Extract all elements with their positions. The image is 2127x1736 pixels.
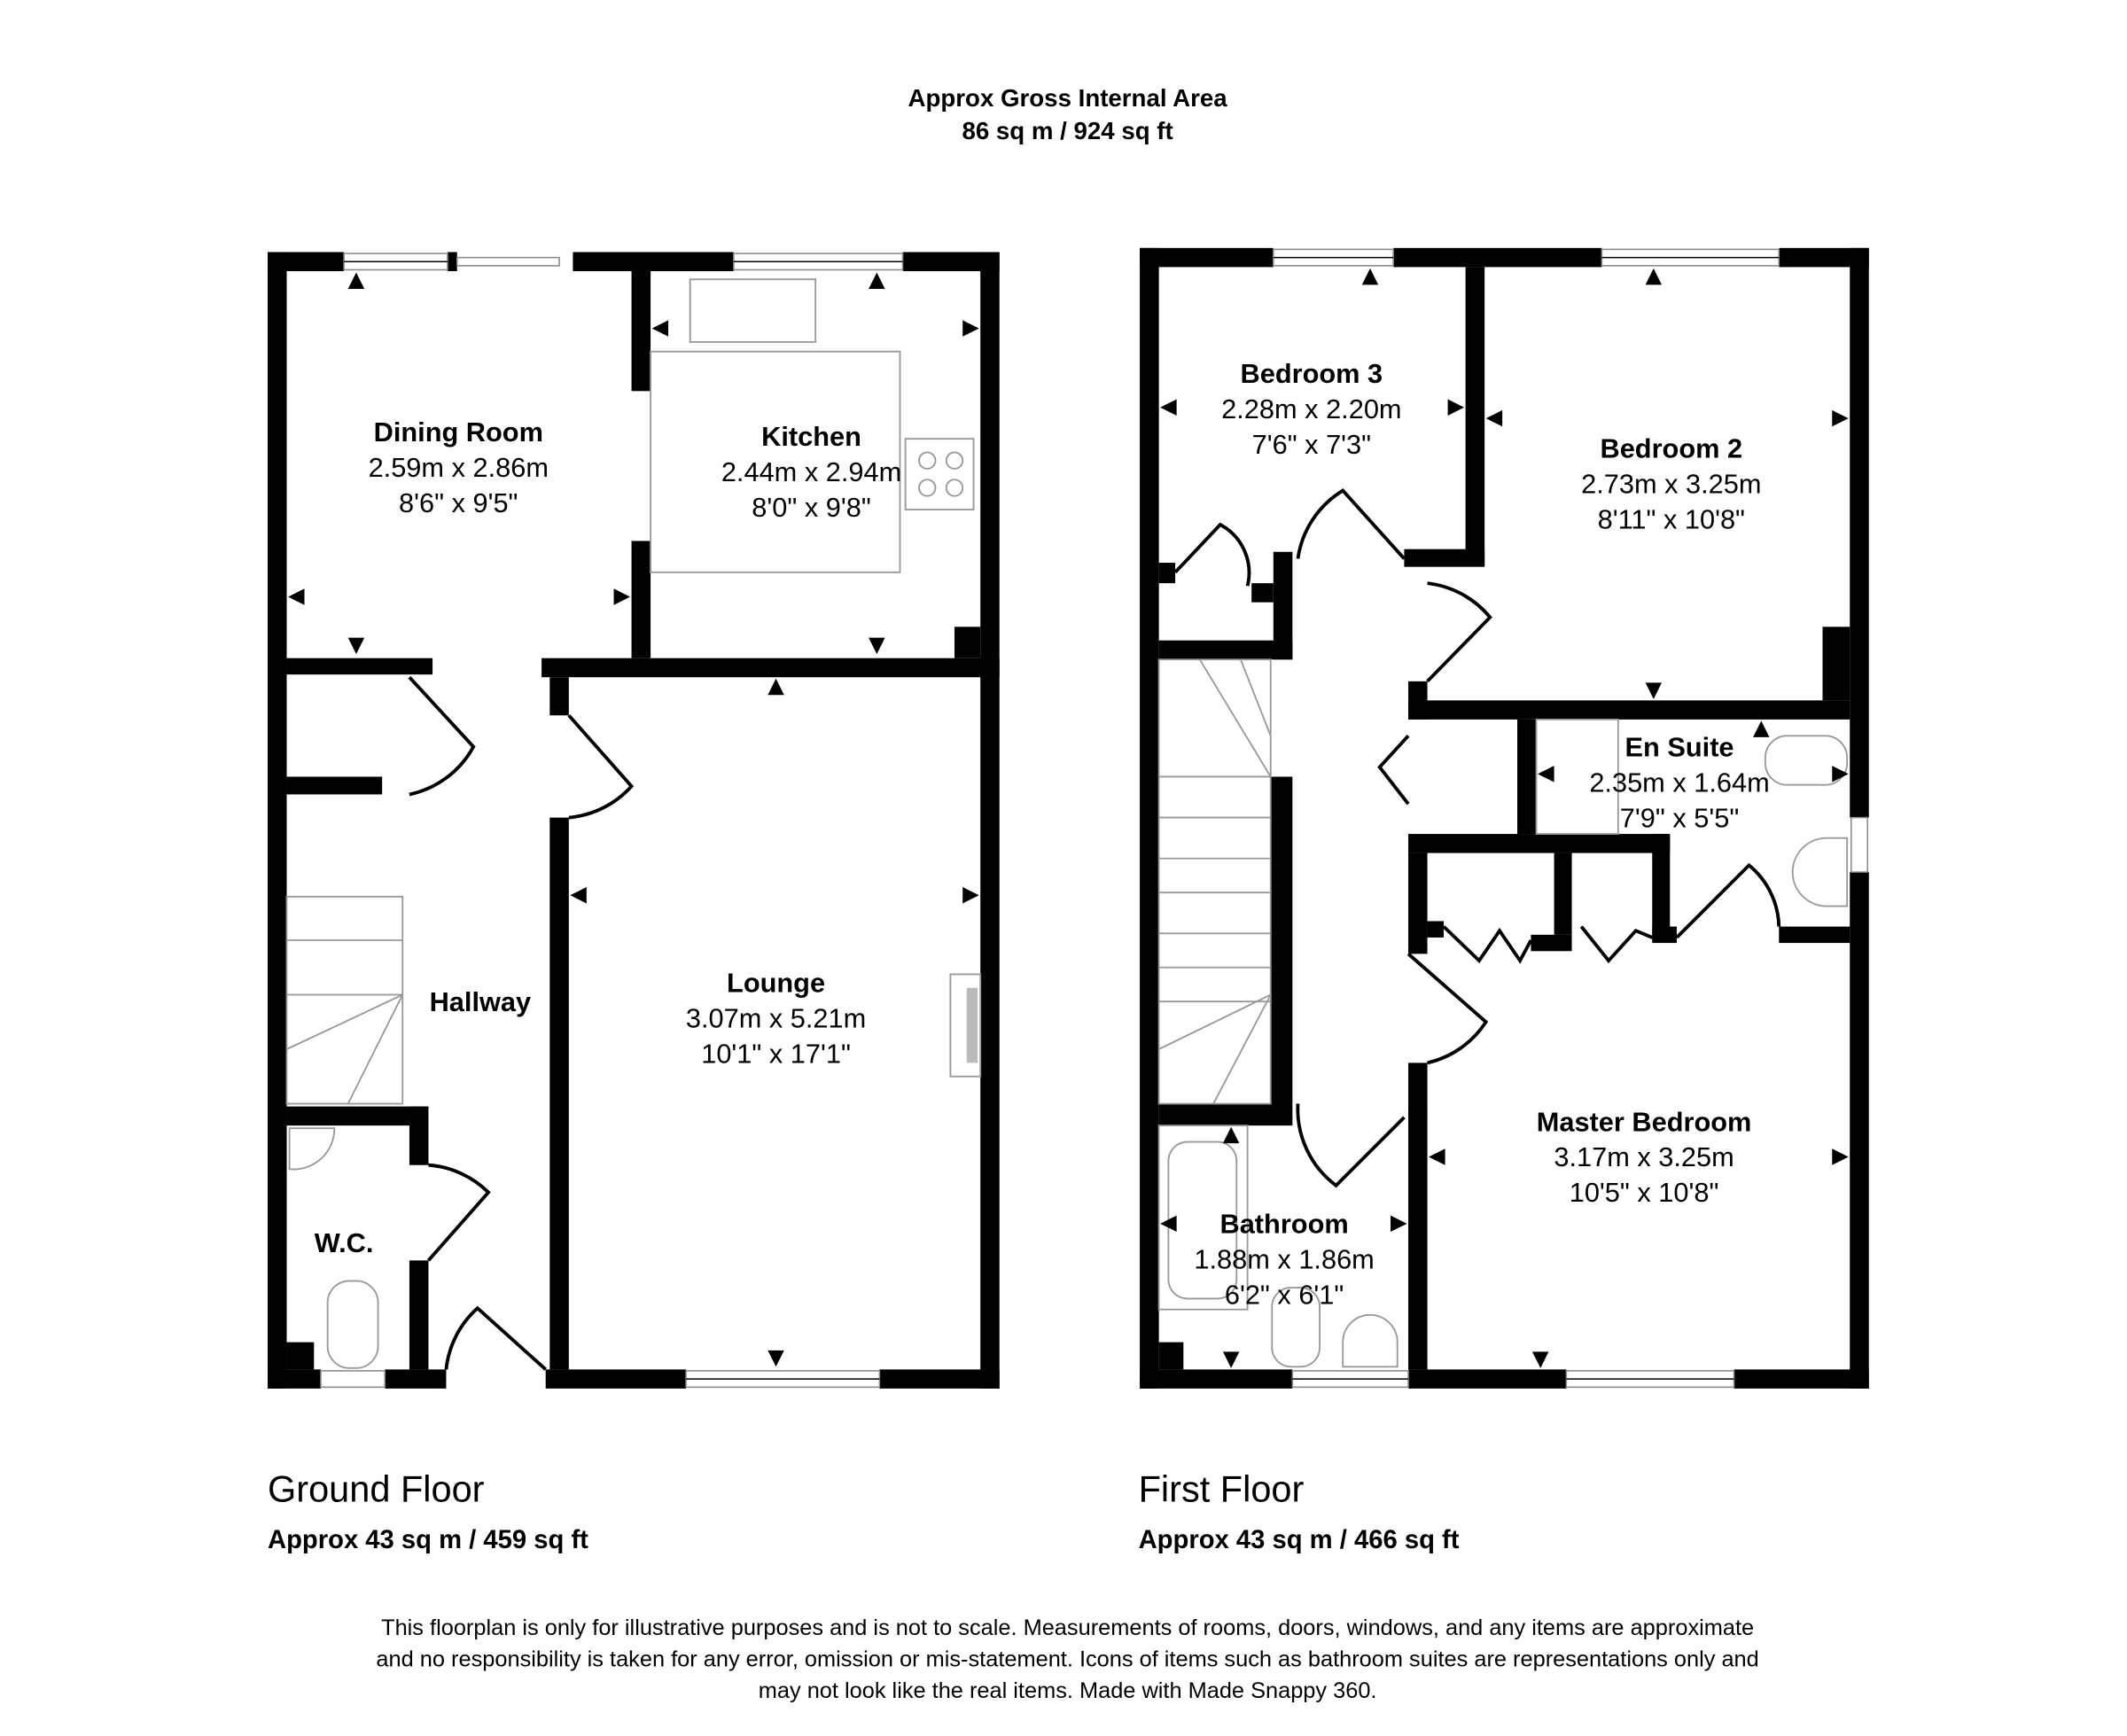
disclaimer-line-3: may not look like the real items. Made w… xyxy=(759,1678,1377,1703)
room-name: Kitchen xyxy=(761,421,861,452)
first-floor-plan: Bedroom 3 2.28m x 2.20m 7'6" x 7'3" Bedr… xyxy=(1140,247,1869,1389)
dimension-arrows xyxy=(1160,268,1849,1368)
room-en-suite: En Suite 2.35m x 1.64m 7'9" x 5'5" xyxy=(1589,731,1769,833)
room-hallway: Hallway xyxy=(430,986,532,1017)
room-imperial: 6'2" x 6'1" xyxy=(1225,1280,1344,1311)
room-imperial: 8'6" x 9'5" xyxy=(399,487,518,518)
room-metric: 1.88m x 1.86m xyxy=(1194,1244,1374,1275)
room-name: Bedroom 3 xyxy=(1241,358,1383,389)
dimension-arrows xyxy=(288,272,979,1367)
room-metric: 2.35m x 1.64m xyxy=(1589,767,1769,798)
ground-floor-plan: Dining Room 2.59m x 2.86m 8'6" x 9'5" Ki… xyxy=(267,252,1000,1389)
disclaimer-line-2: and no responsibility is taken for any e… xyxy=(376,1647,1758,1672)
room-imperial: 10'5" x 10'8" xyxy=(1570,1177,1719,1208)
room-imperial: 7'6" x 7'3" xyxy=(1252,429,1371,460)
windows xyxy=(1273,248,1868,1389)
room-metric: 2.73m x 3.25m xyxy=(1581,469,1761,500)
room-wc: W.C. xyxy=(315,1227,374,1258)
ground-floor-area: Approx 43 sq m / 459 sq ft xyxy=(268,1526,588,1554)
room-name: Bathroom xyxy=(1219,1209,1348,1240)
room-lounge: Lounge 3.07m x 5.21m 10'1" x 17'1" xyxy=(686,967,866,1069)
doors xyxy=(1173,488,1781,1188)
fixtures xyxy=(1157,658,1849,1368)
room-kitchen: Kitchen 2.44m x 2.94m 8'0" x 9'8" xyxy=(721,421,901,523)
doors xyxy=(408,675,635,1371)
header-title: Approx Gross Internal Area xyxy=(908,84,1228,112)
walls xyxy=(1140,247,1869,1389)
windows xyxy=(320,253,904,1389)
disclaimer-line-1: This floorplan is only for illustrative … xyxy=(381,1615,1754,1640)
room-metric: 3.07m x 5.21m xyxy=(686,1002,866,1033)
room-name: Lounge xyxy=(727,967,825,998)
room-name: Master Bedroom xyxy=(1537,1106,1752,1137)
room-dining-room: Dining Room 2.59m x 2.86m 8'6" x 9'5" xyxy=(369,416,549,518)
first-floor-label: First Floor xyxy=(1139,1468,1305,1510)
fixtures xyxy=(285,278,982,1369)
room-name: Bedroom 2 xyxy=(1600,433,1742,464)
room-metric: 2.28m x 2.20m xyxy=(1221,393,1401,424)
room-name: Dining Room xyxy=(374,416,543,448)
header-area: 86 sq m / 924 sq ft xyxy=(962,117,1173,144)
room-master-bedroom: Master Bedroom 3.17m x 3.25m 10'5" x 10'… xyxy=(1537,1106,1752,1208)
room-imperial: 10'1" x 17'1" xyxy=(701,1038,851,1069)
room-name: En Suite xyxy=(1625,731,1734,762)
ground-floor-label: Ground Floor xyxy=(268,1468,485,1510)
room-bedroom-2: Bedroom 2 2.73m x 3.25m 8'11" x 10'8" xyxy=(1581,433,1761,535)
walls xyxy=(267,252,1000,1389)
room-metric: 3.17m x 3.25m xyxy=(1554,1141,1734,1172)
room-metric: 2.44m x 2.94m xyxy=(721,456,901,487)
room-imperial: 8'11" x 10'8" xyxy=(1598,504,1745,535)
first-floor-area: Approx 43 sq m / 466 sq ft xyxy=(1139,1526,1460,1554)
room-bathroom: Bathroom 1.88m x 1.86m 6'2" x 6'1" xyxy=(1194,1209,1374,1311)
room-imperial: 8'0" x 9'8" xyxy=(752,492,870,523)
room-imperial: 7'9" x 5'5" xyxy=(1620,802,1739,833)
room-bedroom-3: Bedroom 3 2.28m x 2.20m 7'6" x 7'3" xyxy=(1221,358,1401,460)
room-metric: 2.59m x 2.86m xyxy=(369,452,549,483)
